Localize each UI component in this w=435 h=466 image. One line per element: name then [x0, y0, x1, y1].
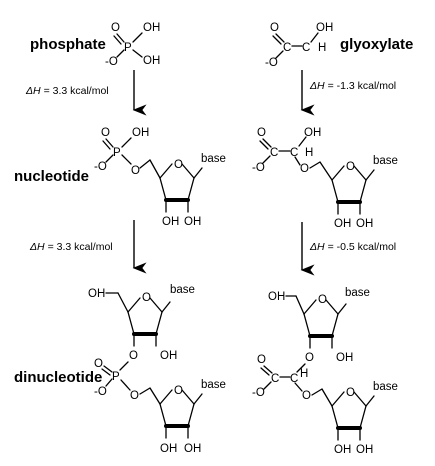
svg-text:O: O: [346, 161, 355, 173]
svg-text:H: H: [318, 42, 326, 54]
svg-text:base: base: [170, 284, 195, 296]
svg-text:-O: -O: [94, 386, 107, 398]
dinucleotide-phosphate: P O -O O: [94, 358, 161, 405]
svg-text:OH: OH: [162, 216, 179, 228]
glyoxylate-dimer-bottom-ribose: O base OH OH: [330, 381, 398, 456]
enthalpy-left-1: ΔH = 3.3 kcal/mol: [25, 85, 109, 97]
svg-text:O: O: [300, 163, 309, 175]
ring-oxygen: O: [174, 159, 183, 171]
glyoxylate-dimer-linker: C H C O -O O: [252, 354, 333, 407]
svg-text:C: C: [302, 42, 310, 54]
svg-text:C: C: [290, 373, 298, 385]
svg-text:OH: OH: [334, 444, 351, 456]
svg-text:base: base: [345, 287, 370, 299]
svg-text:O: O: [130, 390, 139, 402]
svg-text:O: O: [305, 352, 314, 364]
svg-text:-O: -O: [105, 56, 118, 68]
enthalpy-right-2: ΔH = -0.5 kcal/mol: [309, 241, 396, 253]
svg-text:OH: OH: [336, 352, 353, 364]
glyoxylate-label: glyoxylate: [340, 36, 413, 53]
enthalpy-left-2: ΔH = 3.3 kcal/mol: [29, 241, 113, 253]
svg-text:H: H: [305, 147, 313, 159]
svg-text:O: O: [111, 22, 120, 34]
svg-text:OH: OH: [88, 288, 105, 300]
svg-text:P: P: [112, 371, 120, 383]
dinucleotide-label: dinucleotide: [14, 369, 102, 386]
svg-text:OH: OH: [268, 291, 285, 303]
svg-text:O: O: [129, 350, 138, 362]
svg-text:C: C: [283, 42, 291, 54]
svg-text:P: P: [113, 147, 121, 159]
svg-text:C: C: [290, 147, 298, 159]
svg-text:O: O: [270, 22, 279, 34]
dinucleotide-top-ribose: OH O base OH O: [88, 284, 195, 362]
glyoxylate-nucleoside-structure: O C C OH H -O O O base OH OH: [252, 127, 398, 230]
svg-text:OH: OH: [160, 443, 177, 455]
glyoxylate-structure: O C C OH H -O: [265, 22, 333, 69]
svg-text:C: C: [271, 373, 279, 385]
phosphate-label: phosphate: [30, 36, 106, 53]
svg-text:OH: OH: [356, 444, 373, 456]
glyoxylate-dimer-top-ribose: OH O base OH O: [268, 287, 370, 364]
svg-text:O: O: [94, 358, 103, 370]
svg-text:O: O: [131, 165, 140, 177]
svg-text:base: base: [373, 381, 398, 393]
svg-text:-O: -O: [94, 161, 107, 173]
svg-text:O: O: [142, 292, 151, 304]
svg-text:-O: -O: [265, 57, 278, 69]
svg-text:OH: OH: [184, 443, 201, 455]
svg-text:P: P: [124, 42, 132, 54]
svg-text:OH: OH: [334, 218, 351, 230]
svg-text:O: O: [302, 390, 311, 402]
dinucleotide-bottom-ribose: O base OH OH: [158, 379, 226, 455]
svg-text:-O: -O: [252, 387, 265, 399]
svg-text:base: base: [201, 379, 226, 391]
svg-text:base: base: [201, 153, 226, 165]
svg-text:O: O: [318, 294, 327, 306]
svg-text:OH: OH: [160, 350, 177, 362]
svg-text:C: C: [270, 147, 278, 159]
svg-text:O: O: [174, 385, 183, 397]
svg-text:O: O: [346, 387, 355, 399]
phosphate-structure: O P OH OH -O: [105, 22, 160, 68]
svg-text:OH: OH: [304, 127, 321, 139]
svg-text:OH: OH: [184, 216, 201, 228]
svg-text:-O: -O: [252, 162, 265, 174]
svg-text:OH: OH: [316, 22, 333, 34]
enthalpy-right-1: ΔH = -1.3 kcal/mol: [309, 80, 396, 92]
svg-text:O: O: [257, 127, 266, 139]
svg-text:OH: OH: [143, 22, 160, 34]
svg-text:OH: OH: [143, 55, 160, 67]
svg-text:base: base: [373, 155, 398, 167]
svg-text:OH: OH: [356, 218, 373, 230]
svg-text:O: O: [101, 127, 110, 139]
svg-text:H: H: [300, 368, 308, 380]
svg-text:O: O: [257, 354, 266, 366]
svg-text:OH: OH: [132, 127, 149, 139]
nucleotide-structure: O P OH -O O base OH OH: [94, 127, 226, 228]
nucleotide-label: nucleotide: [14, 168, 89, 185]
